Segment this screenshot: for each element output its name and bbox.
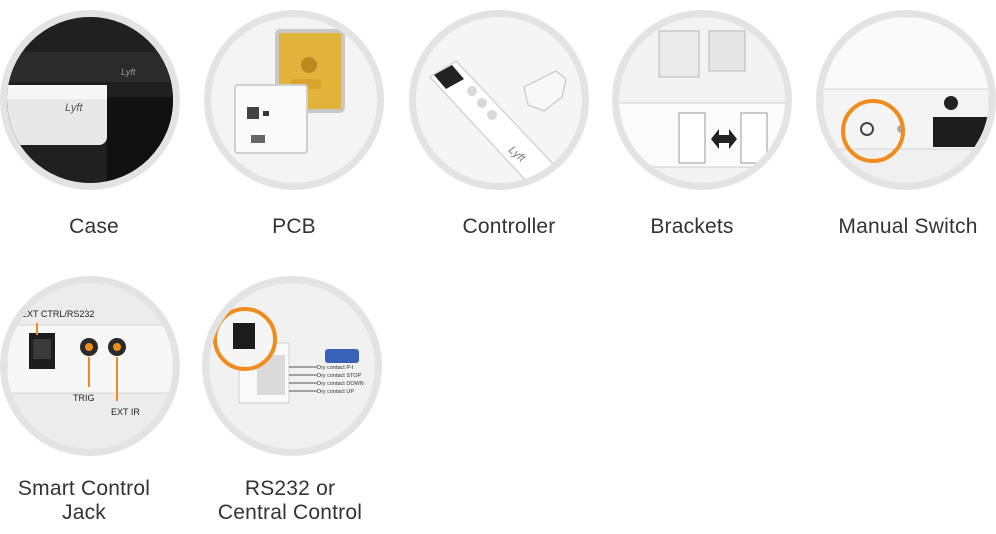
ext-ir-label: EXT IR <box>111 407 140 417</box>
case-logo-text: Lyft <box>65 102 83 114</box>
rs232-caption-line1: RS232 or <box>244 477 336 500</box>
smart-control-jack-caption-line1: Smart Control <box>17 477 151 500</box>
rs232-caption-line2: Central Control <box>217 501 363 524</box>
ext-ctrl-label: EXT CTRL/RS232 <box>21 309 94 319</box>
rs232-label-4: Dry contact UP <box>317 389 354 395</box>
manual-switch-image <box>816 10 996 190</box>
controller-image: Lyft <box>409 10 589 190</box>
rs232-label-3: Dry contact DOWN <box>317 381 364 387</box>
manual-switch-caption: Manual Switch <box>838 215 978 238</box>
rs232-label-1: Dry contact P-I <box>317 365 354 371</box>
brackets-image <box>612 10 792 190</box>
pcb-image <box>204 10 384 190</box>
double-arrow-icon <box>711 129 737 149</box>
brackets-caption: Brackets <box>650 215 734 238</box>
case-image: Lyft Lyft <box>0 10 180 190</box>
case-caption: Case <box>69 215 119 238</box>
svg-text:Lyft: Lyft <box>121 67 136 77</box>
rs232-label-2: Dry contact STOP <box>317 373 362 379</box>
trig-label: TRIG <box>73 393 95 403</box>
controller-caption: Controller <box>462 215 556 238</box>
smart-control-jack-caption-line2: Jack <box>62 501 106 524</box>
rs232-image: Dry contact P-I Dry contact STOP Dry con… <box>202 276 382 456</box>
switch-highlight-ring <box>841 99 905 163</box>
smart-control-jack-image: EXT CTRL/RS232 TRIG EXT IR <box>0 276 180 456</box>
pcb-caption: PCB <box>272 215 316 238</box>
